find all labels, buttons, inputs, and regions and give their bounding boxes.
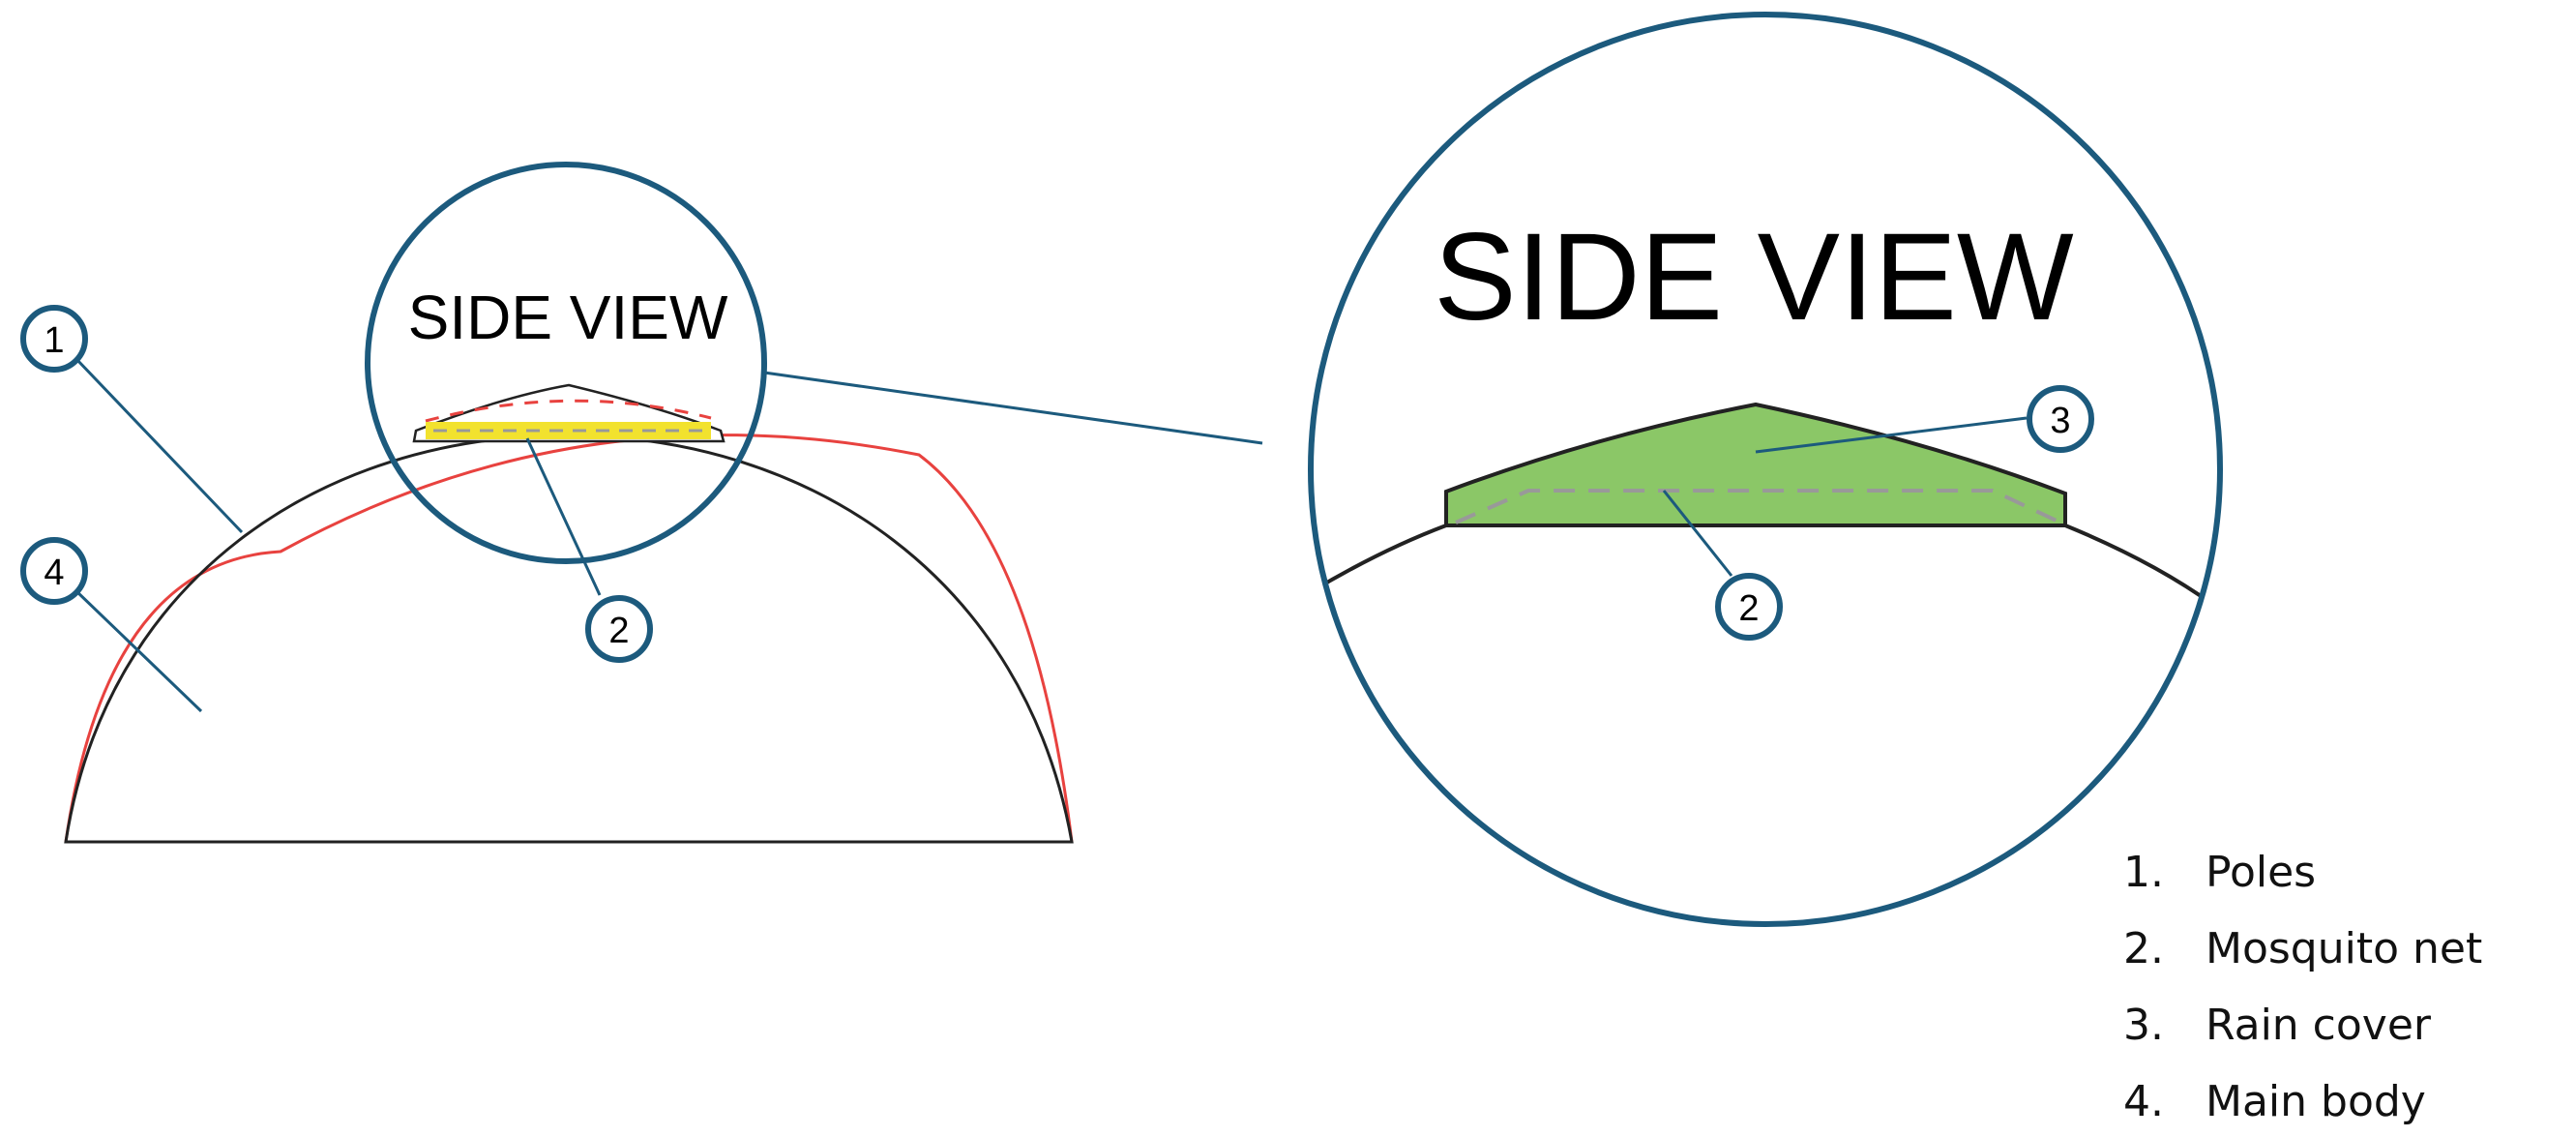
- svg-text:1: 1: [44, 320, 64, 361]
- callout-1: 1: [20, 305, 88, 373]
- leader-large-mosquito-net: [1662, 490, 1733, 577]
- legend-item-rain-cover: 3. Rain cover: [2123, 1001, 2432, 1050]
- large-zoom-circle: [1308, 12, 2223, 927]
- small-mosquito-net: [426, 422, 711, 439]
- small-zoom-circle: [365, 162, 767, 564]
- leader-main-body: [74, 588, 203, 713]
- leader-poles: [74, 356, 244, 534]
- svg-text:1.: 1.: [2123, 848, 2164, 897]
- svg-text:2: 2: [1738, 588, 1759, 629]
- svg-text:2: 2: [608, 611, 629, 651]
- svg-text:3.: 3.: [2123, 1001, 2164, 1050]
- svg-text:3: 3: [2050, 401, 2070, 441]
- large-zoom-view: SIDE VIEW 3 2: [1308, 12, 2223, 927]
- zoom-connector-line: [763, 371, 1263, 445]
- large-rain-cover: [1444, 402, 2067, 527]
- main-body-dome: [64, 434, 1074, 844]
- svg-text:4: 4: [44, 553, 64, 593]
- legend-item-poles: 1. Poles: [2123, 848, 2316, 897]
- pole-arc: [64, 434, 1074, 843]
- large-mosquito-net: [1455, 489, 2061, 524]
- large-view-title: SIDE VIEW: [1434, 208, 2074, 346]
- svg-text:Main body: Main body: [2206, 1077, 2426, 1126]
- callout-3: 3: [2027, 385, 2094, 453]
- callout-2-large: 2: [1715, 573, 1783, 641]
- leader-small-mosquito-net: [525, 437, 602, 596]
- svg-text:4.: 4.: [2123, 1077, 2164, 1126]
- svg-text:Mosquito net: Mosquito net: [2206, 924, 2482, 973]
- legend: 1. Poles 2. Mosquito net 3. Rain cover 4…: [2123, 848, 2482, 1126]
- svg-text:2.: 2.: [2123, 924, 2164, 973]
- svg-text:Rain cover: Rain cover: [2206, 1001, 2432, 1050]
- callout-2-small: 2: [585, 595, 653, 663]
- legend-item-mosquito-net: 2. Mosquito net: [2123, 924, 2482, 973]
- small-pole-dashed: [425, 399, 712, 423]
- small-tent: SIDE VIEW 1 4 2: [20, 162, 1074, 844]
- svg-text:Poles: Poles: [2206, 848, 2316, 897]
- leader-rain-cover: [1755, 416, 2028, 454]
- legend-item-main-body: 4. Main body: [2123, 1077, 2426, 1126]
- small-view-title: SIDE VIEW: [408, 283, 728, 352]
- callout-4: 4: [20, 537, 88, 605]
